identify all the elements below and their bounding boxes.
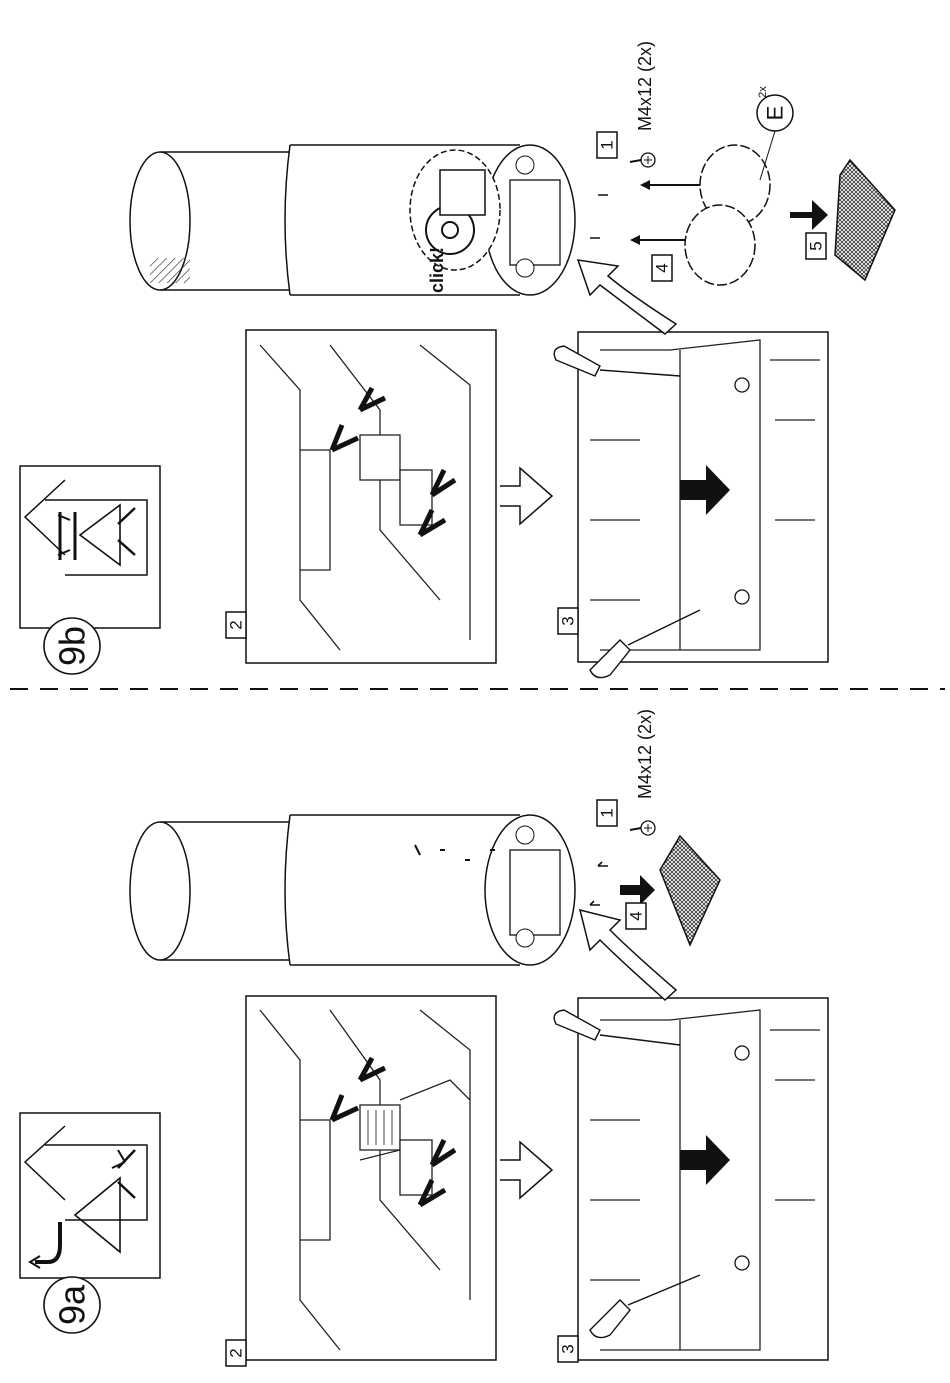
section-badge: 9a	[52, 1284, 93, 1325]
parts-9b: 1 M4x12 (2x) 4 E 2x 5	[590, 41, 895, 285]
step-number: 1	[598, 140, 617, 149]
step-number: 4	[653, 263, 672, 272]
ring-spacer	[685, 205, 755, 285]
section-badge: 9b	[52, 626, 93, 666]
hood-cylinder-9b: click!	[130, 145, 575, 295]
step-number: 3	[559, 1344, 578, 1353]
flow-arrow	[500, 1142, 552, 1198]
carbon-filter	[660, 836, 720, 945]
step-number: 4	[627, 911, 646, 920]
parts-9a: 1 M4x12 (2x) 4	[590, 709, 720, 945]
step-number: 3	[559, 616, 578, 625]
flow-arrow	[500, 468, 552, 524]
part-letter: E	[763, 106, 788, 121]
section-9a: 9a 2	[20, 709, 828, 1366]
screw-spec: M4x12 (2x)	[635, 709, 655, 799]
panel-3-unscrew-filter-plate: 3	[554, 998, 828, 1362]
click-label: click!	[427, 247, 447, 293]
hood-cylinder-9a	[130, 815, 575, 965]
step-number: 1	[598, 808, 617, 817]
step-number: 2	[227, 620, 246, 629]
panel-3-unscrew-filter-plate: 3	[554, 332, 828, 678]
screw-icon	[630, 821, 655, 835]
panel-2-connector-disconnect: 2	[226, 330, 496, 663]
icon-box-9a: 9a	[20, 1113, 160, 1333]
step-number: 5	[807, 241, 826, 250]
step-number: 2	[227, 1348, 246, 1357]
section-9b: 9b 2	[20, 41, 895, 678]
screw-icon	[630, 153, 655, 167]
icon-box-9b: 9b	[20, 466, 160, 674]
part-quantity: 2x	[757, 86, 769, 98]
panel-2-connector-disconnect: 2	[226, 996, 496, 1366]
carbon-filter	[835, 160, 895, 280]
fan-motor	[410, 150, 500, 270]
screw-spec: M4x12 (2x)	[635, 41, 655, 131]
